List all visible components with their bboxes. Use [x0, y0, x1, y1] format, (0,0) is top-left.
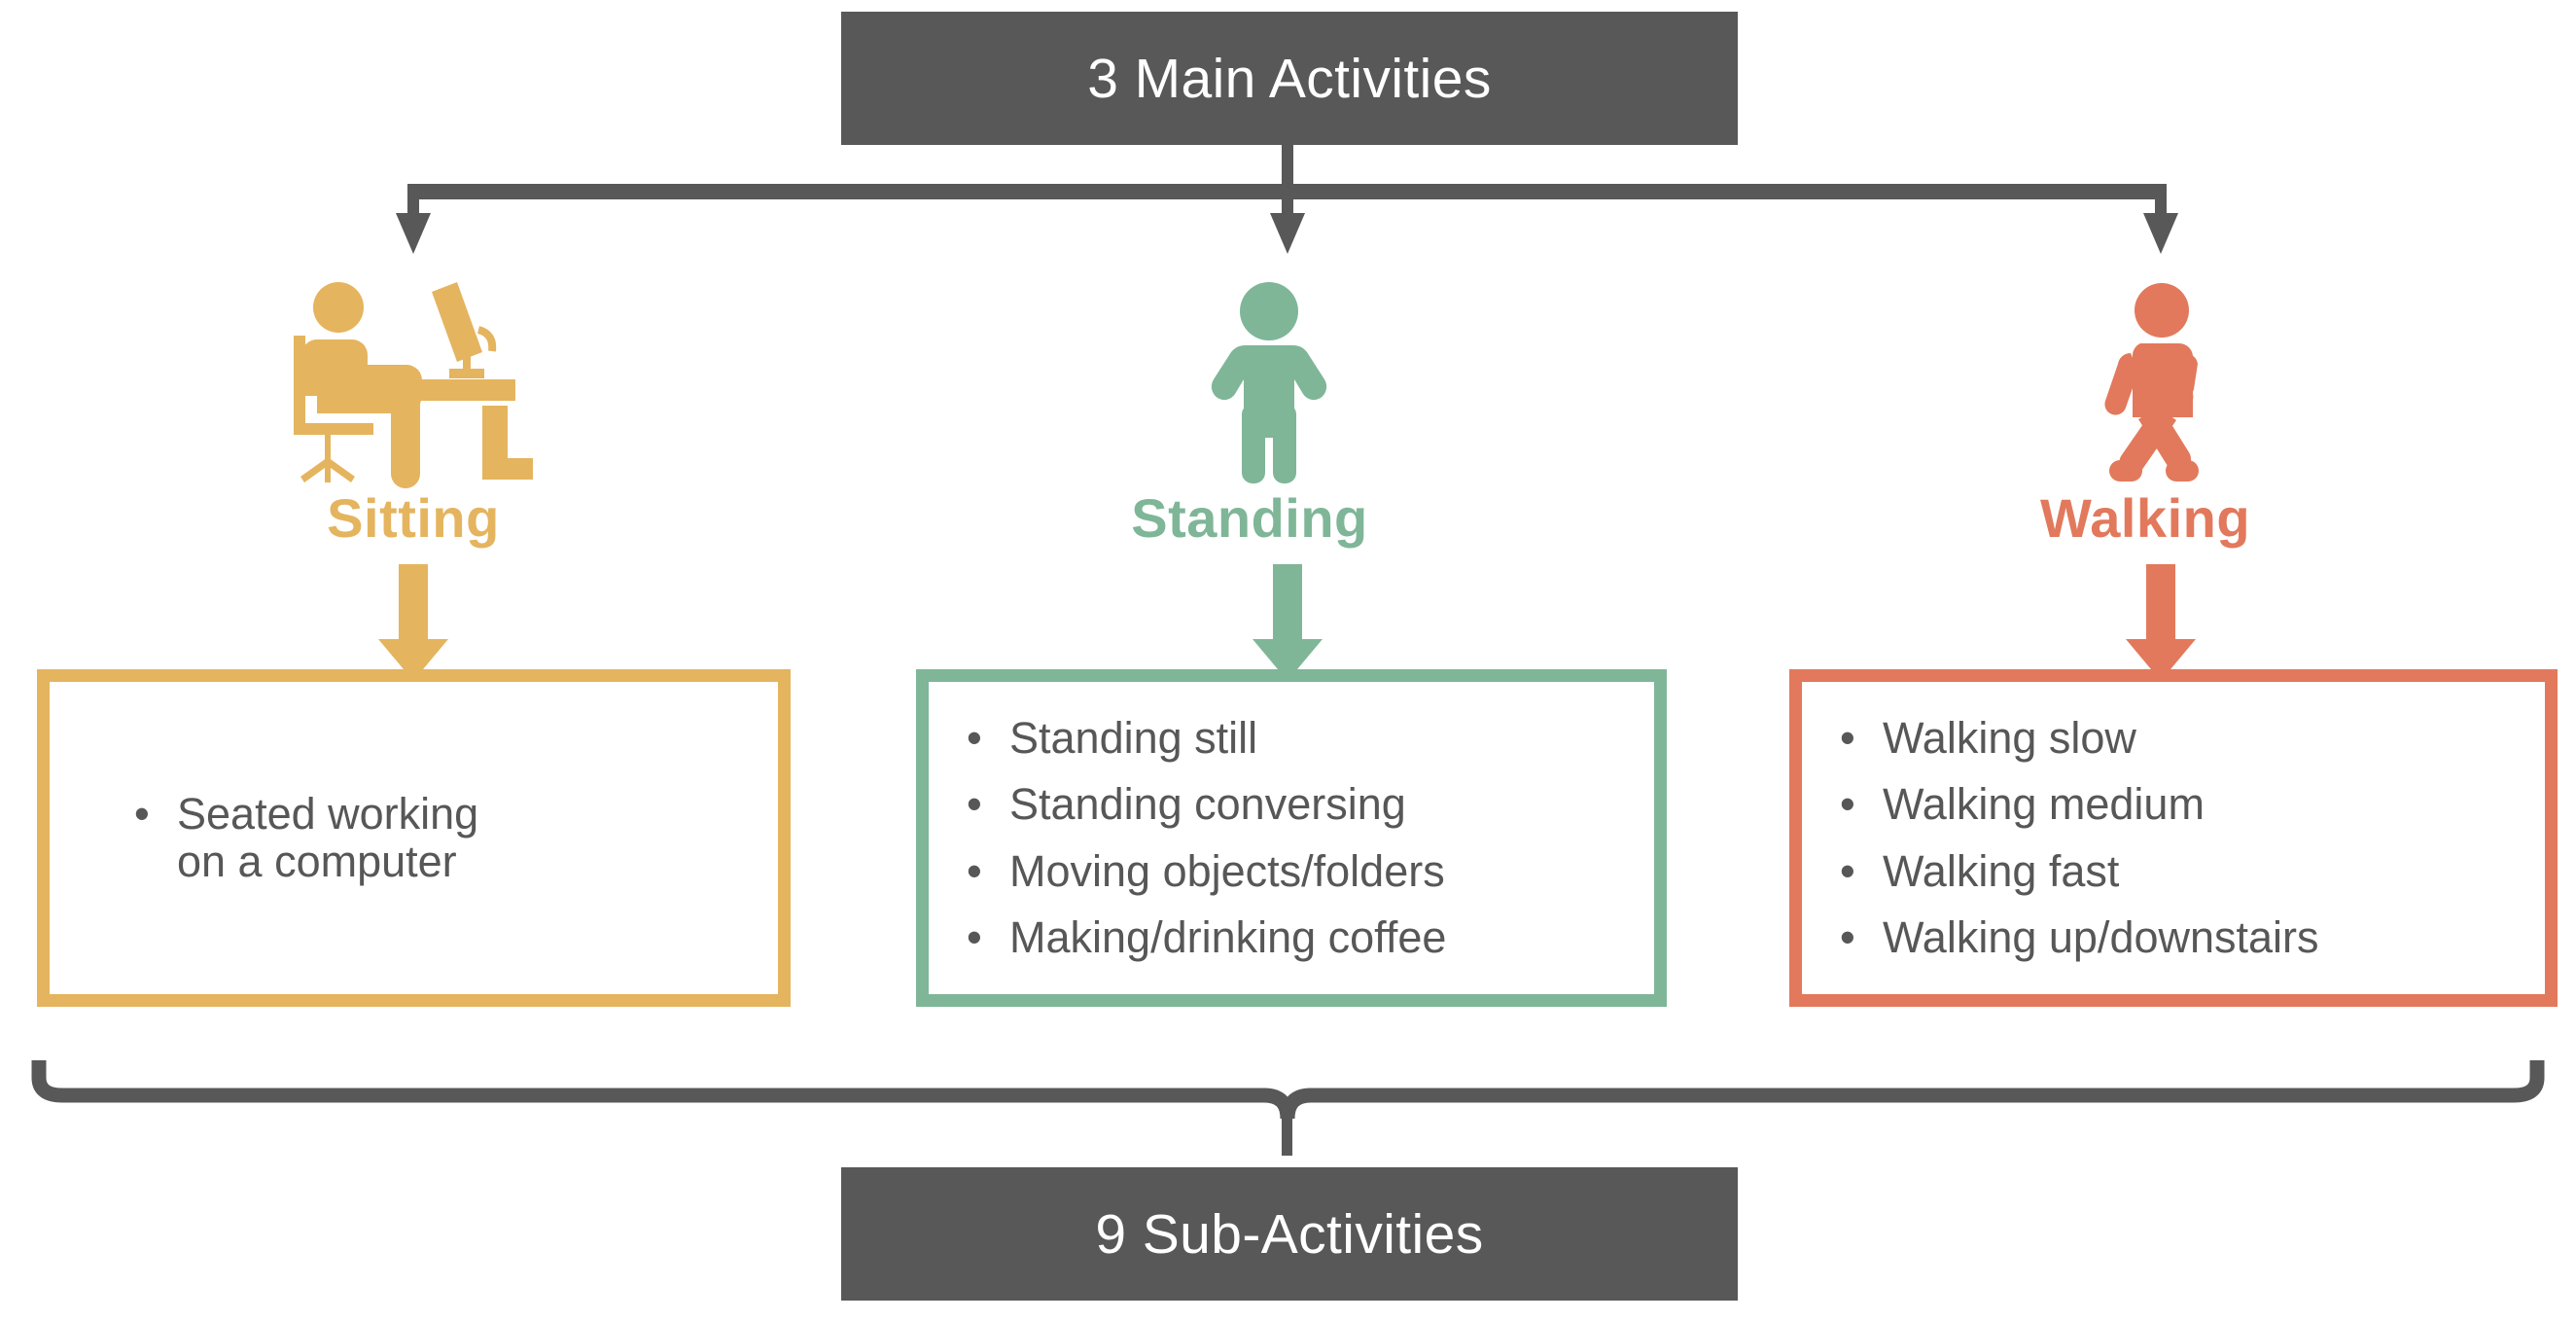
category-label-sitting: Sitting	[327, 487, 500, 549]
summary-brace	[31, 1060, 2545, 1120]
walking-icon-container	[1990, 265, 2340, 488]
sub-activity-item: • Making/drinking coffee	[967, 911, 1447, 962]
arrow-walking-to-box	[2126, 564, 2196, 681]
sub-activities-total-label: 9 Sub-Activities	[1095, 1202, 1484, 1266]
sub-activities-list-standing: • Standing still • Standing conversing • Movi…	[967, 715, 1446, 961]
sub-activity-item: • Walking slow	[1840, 715, 2319, 762]
sub-activity-label: Walking medium	[1883, 779, 2205, 830]
branch-stem-standing	[1282, 184, 1293, 215]
brace-drop-stem	[1282, 1109, 1292, 1156]
sub-activity-label: Standing still	[1009, 713, 1258, 764]
sub-activities-list-walking: • Walking slow • Walking medium • Walking fas…	[1840, 715, 2319, 961]
sub-activity-item: • Walking medium	[1840, 781, 2319, 828]
sub-activity-label: Walking up/downstairs	[1883, 911, 2319, 962]
sub-activity-item: • Walking up/downstairs	[1840, 911, 2319, 962]
sub-activity-label: Standing conversing	[1009, 779, 1406, 830]
bullet-icon: •	[134, 789, 150, 839]
standing-icon-container	[1094, 265, 1444, 488]
bullet-icon: •	[1840, 713, 1855, 764]
sub-activities-box-sitting	[37, 669, 791, 1007]
sub-activity-item: • Moving objects/folders	[967, 845, 1446, 896]
sub-activity-item: • Walking fast	[1840, 845, 2319, 896]
arrow-sitting-to-box	[378, 564, 448, 681]
sub-activity-label: Moving objects/folders	[1009, 845, 1445, 896]
branch-arrow-walking	[2143, 213, 2178, 254]
bullet-icon: •	[967, 713, 982, 764]
arrow-standing-to-box	[1253, 564, 1323, 681]
branch-arrow-sitting	[396, 213, 431, 254]
person-walking-icon	[2104, 283, 2199, 482]
sub-activities-list-sitting: • Seated working on a computer	[134, 791, 478, 884]
bullet-icon: •	[1840, 779, 1855, 830]
person-sitting-at-desk-icon	[294, 282, 533, 488]
bullet-icon: •	[1840, 845, 1855, 896]
bullet-icon: •	[967, 779, 982, 830]
sub-activity-item: • Seated working on a computer	[134, 791, 478, 884]
branch-arrow-standing	[1270, 213, 1305, 254]
category-label-walking: Walking	[2039, 487, 2251, 549]
sub-activities-list-sitting-wrap: • Seated working on a computer	[37, 669, 791, 1007]
sitting-icon-container	[238, 265, 588, 488]
branch-stem-walking	[2155, 184, 2167, 215]
sub-activity-item: • Standing conversing	[967, 781, 1446, 828]
sub-activity-label: Walking slow	[1883, 713, 2136, 764]
bullet-icon: •	[967, 911, 982, 962]
main-activities-box: 3 Main Activities	[841, 12, 1738, 145]
bullet-icon: •	[1840, 911, 1855, 962]
sub-activities-box-walking	[1789, 669, 2558, 1007]
sub-activities-list-standing-wrap: • Standing still • Standing conversing • Movi…	[916, 669, 1667, 1007]
branch-stem-sitting	[407, 184, 419, 215]
sub-activities-total-box: 9 Sub-Activities	[841, 1167, 1738, 1301]
main-activities-label: 3 Main Activities	[1087, 47, 1492, 110]
sub-activity-label: Making/drinking coffee	[1009, 911, 1447, 962]
trunk-connector	[1282, 145, 1293, 192]
sub-activities-list-walking-wrap: • Walking slow • Walking medium • Walking fas…	[1789, 669, 2558, 1007]
category-label-standing: Standing	[1131, 487, 1368, 549]
distribution-bar	[407, 184, 2167, 199]
person-standing-icon	[1211, 282, 1327, 483]
sub-activities-box-standing	[916, 669, 1667, 1007]
sub-activity-label: Seated working on a computer	[177, 789, 479, 886]
sub-activity-label: Walking fast	[1883, 845, 2120, 896]
sub-activity-item: • Standing still	[967, 715, 1446, 762]
bullet-icon: •	[967, 845, 982, 896]
